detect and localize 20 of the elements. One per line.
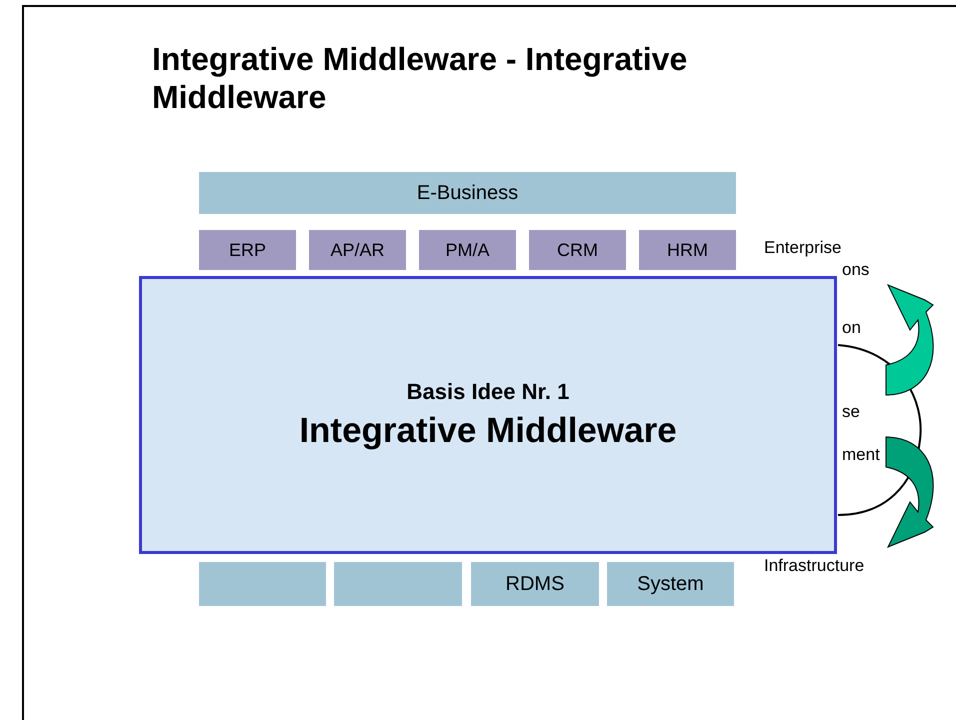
label-text: on (842, 318, 861, 338)
module-box: PM/A (419, 230, 516, 270)
empty-box (199, 562, 326, 606)
module-box: CRM (529, 230, 626, 270)
module-box: System (607, 562, 734, 606)
module-box: AP/AR (309, 230, 406, 270)
panel-subtitle: Basis Idee Nr. 1 (406, 379, 570, 405)
panel-heading: Integrative Middleware (299, 411, 677, 451)
module-box: RDMS (471, 562, 599, 606)
label-text: Enterprise (764, 238, 842, 258)
module-box: ERP (199, 230, 296, 270)
module-box: HRM (639, 230, 736, 270)
empty-box (334, 562, 462, 606)
banner-box: E-Business (199, 172, 736, 214)
label-text: ons (842, 260, 870, 280)
label-text: Infrastructure (764, 556, 864, 576)
label-text: ment (842, 445, 880, 465)
label-text: se (842, 402, 860, 422)
slide-title: Integrative Middleware - Integrative Middleware (152, 40, 688, 116)
overlay-panel (139, 276, 837, 554)
